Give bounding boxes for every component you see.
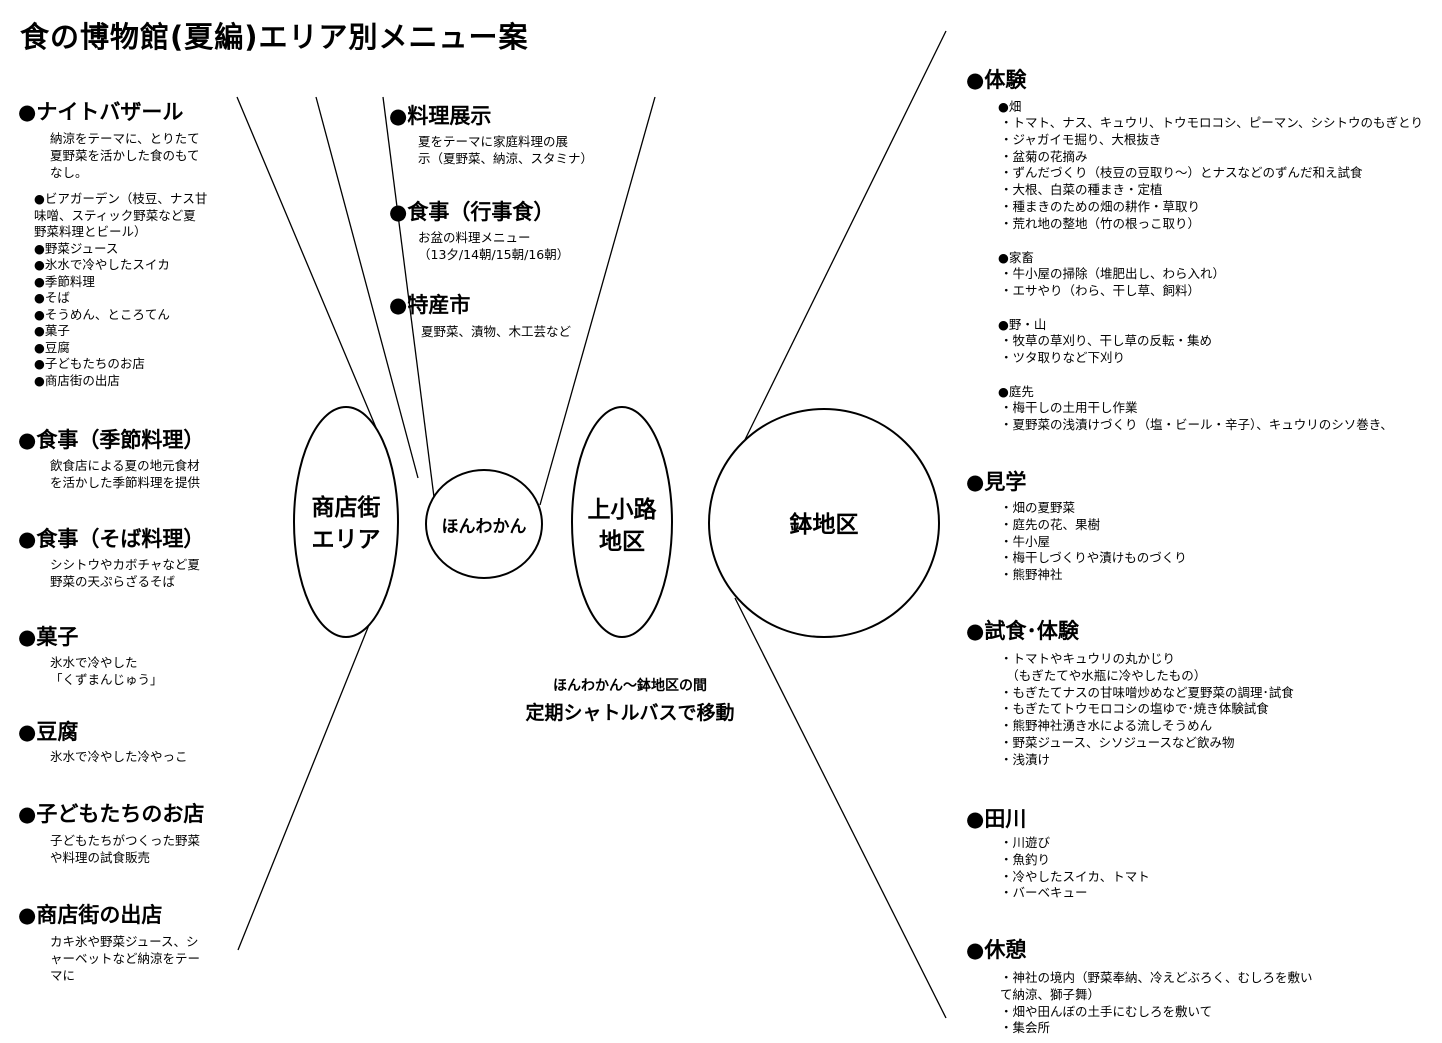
- stalls-desc: カキ氷や野菜ジュース、シ ャーベットなど納涼をテー マに: [50, 934, 201, 983]
- kamikoji-area-ellipse: [571, 406, 673, 638]
- shopping-lower-line: [237, 609, 376, 951]
- kids-shop-heading: ●子どもたちのお店: [18, 802, 205, 826]
- night-bazaar-heading: ●ナイトバザール: [18, 100, 184, 124]
- livestock-items: ・牛小屋の掃除（堆肥出し、わら入れ） ・エサやり（わら、干し草、飼料）: [1000, 266, 1226, 298]
- event-meal-desc: お盆の料理メニュー （13夕/14朝/15朝/16朝）: [418, 230, 570, 262]
- market-desc: 夏野菜、漬物、木工芸など: [421, 324, 572, 339]
- soba-meal-heading: ●食事（そば料理）: [18, 527, 205, 551]
- hachi-area-ellipse: [708, 408, 940, 638]
- tofu-heading: ●豆腐: [18, 720, 79, 744]
- cooking-display-desc: 夏をテーマに家庭料理の展 示（夏野菜、納涼、スタミナ）: [418, 134, 594, 166]
- tour-items: ・畑の夏野菜 ・庭先の花、果樹 ・牛小屋 ・梅干しづくりや漬けものづくり ・熊野…: [1000, 500, 1187, 583]
- kamikoji-area-label: 上小路 地区: [587, 497, 657, 555]
- tour-heading: ●見学: [966, 470, 1027, 494]
- hachi-lower-line: [734, 597, 947, 1019]
- field-items: ・トマト、ナス、キュウリ、トウモロコシ、ピーマン、シシトウのもぎとり ・ジャガイ…: [1000, 115, 1424, 231]
- seasonal-meal-desc: 飲食店による夏の地元食材 を活かした季節料理を提供: [50, 458, 201, 490]
- page-title: 食の博物館(夏編)エリア別メニュー案: [20, 20, 529, 54]
- mountain-items: ・牧草の草刈り、干し草の反転・集め ・ツタ取りなど下刈り: [1000, 333, 1213, 365]
- night-bazaar-desc: 納涼をテーマに、とりたて 夏野菜を活かした食のもて なし。: [50, 131, 200, 180]
- honwakan-label: ほんわかん: [441, 517, 527, 537]
- livestock-subheading: ●家畜: [998, 250, 1034, 265]
- river-items: ・川遊び ・魚釣り ・冷やしたスイカ、トマト ・バーベキュー: [1000, 835, 1150, 901]
- night-bazaar-items: ●ビアガーデン（枝豆、ナス甘 味噌、スティック野菜など夏 野菜料理とビール） ●…: [34, 191, 208, 388]
- rest-heading: ●休憩: [966, 938, 1027, 962]
- hachi-upper-line: [734, 30, 947, 461]
- soba-meal-desc: シシトウやカボチャなど夏 野菜の天ぷらざるそば: [50, 557, 200, 589]
- honwakan-left-line: [382, 96, 436, 506]
- tofu-desc: 氷水で冷やした冷やっこ: [50, 749, 188, 764]
- market-heading: ●特産市: [389, 293, 471, 317]
- shopping-area-ellipse: [293, 406, 399, 638]
- shopping-inner-line: [315, 96, 419, 479]
- tasting-items: ・トマトやキュウリの丸かじり （もぎたてや水瓶に冷やしたもの） ・もぎたてナスの…: [1000, 651, 1294, 767]
- event-meal-heading: ●食事（行事食）: [389, 200, 555, 224]
- hachi-area-label: 鉢地区: [789, 512, 859, 538]
- seasonal-meal-heading: ●食事（季節料理）: [18, 428, 205, 452]
- field-subheading: ●畑: [998, 99, 1022, 114]
- sweets-desc: 氷水で冷やした 「くずまんじゅう」: [50, 655, 163, 687]
- honwakan-ellipse: [425, 469, 543, 579]
- mountain-subheading: ●野・山: [998, 317, 1047, 332]
- shuttle-bus-text: 定期シャトルバスで移動: [525, 702, 735, 724]
- sweets-heading: ●菓子: [18, 625, 79, 649]
- river-heading: ●田川: [966, 807, 1027, 831]
- garden-subheading: ●庭先: [998, 384, 1034, 399]
- shopping-area-label: 商店街 エリア: [311, 495, 381, 553]
- kids-shop-desc: 子どもたちがつくった野菜 や料理の試食販売: [50, 833, 201, 865]
- experience-heading: ●体験: [966, 68, 1027, 92]
- rest-items: ・神社の境内（野菜奉納、冷えどぶろく、むしろを敷い て納涼、獅子舞） ・畑や田ん…: [1000, 970, 1313, 1036]
- shuttle-route-text: ほんわかん〜鉢地区の間: [553, 678, 707, 694]
- stalls-heading: ●商店街の出店: [18, 903, 163, 927]
- honwakan-right-line: [539, 96, 656, 506]
- garden-items: ・梅干しの土用干し作業 ・夏野菜の浅漬けづくり（塩・ビール・辛子）、キュウリのシ…: [1000, 400, 1393, 432]
- shopping-upper-line: [236, 96, 378, 431]
- tasting-heading: ●試食･体験: [966, 619, 1079, 643]
- cooking-display-heading: ●料理展示: [389, 104, 492, 128]
